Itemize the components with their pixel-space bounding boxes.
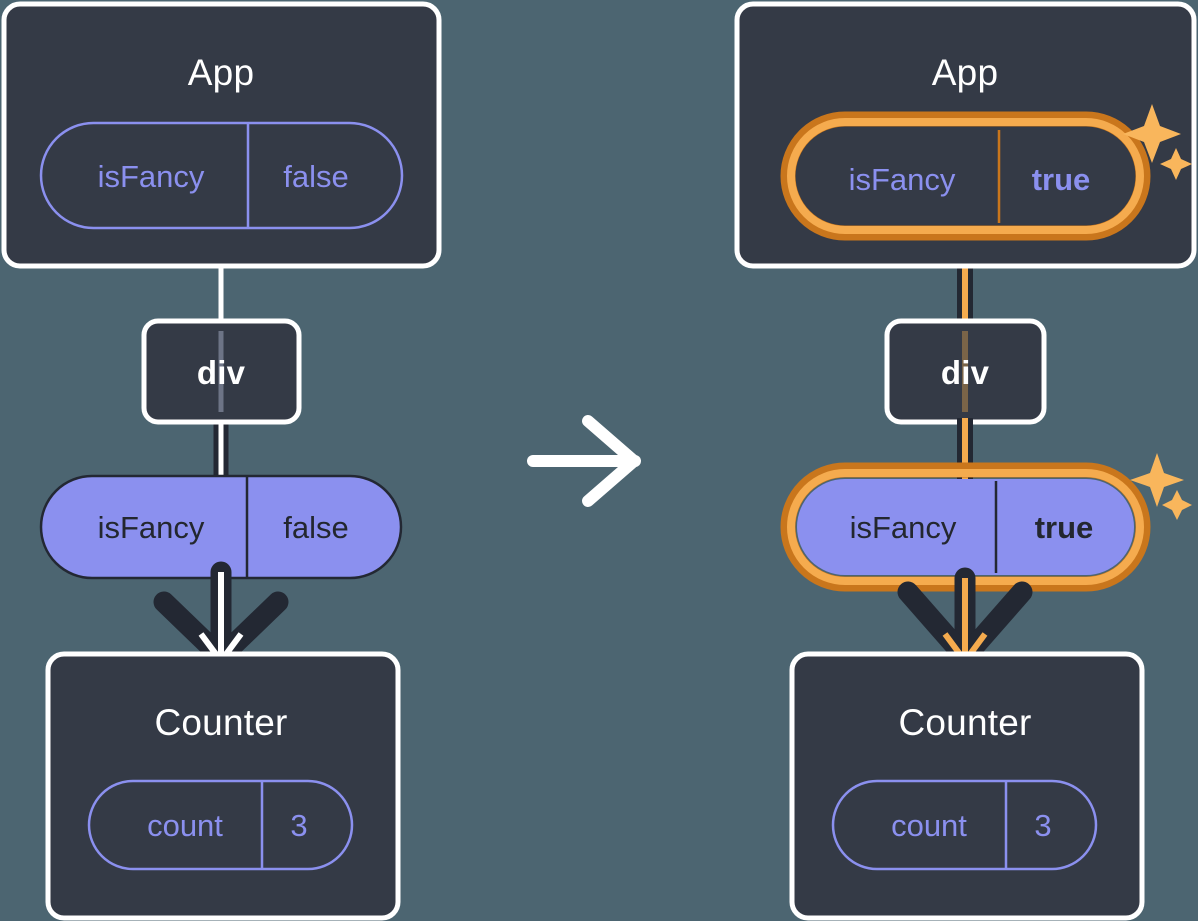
sparkle-icon-prop [1130,453,1192,520]
counter-box-before [45,651,401,921]
app-state-pill-after [797,128,1134,224]
panel-after [734,1,1197,921]
counter-state-pill-before [87,779,354,871]
panel-before [1,1,442,921]
sparkle-icon-app [1123,104,1192,180]
counter-state-pill-after [831,779,1098,871]
counter-box-after [789,651,1145,921]
transition-arrow-icon [527,415,641,507]
app-state-pill-highlight-inner-after [787,118,1144,234]
prop-pill-after [797,479,1134,575]
app-state-pill-before [39,121,404,230]
app-box-before [1,1,442,269]
